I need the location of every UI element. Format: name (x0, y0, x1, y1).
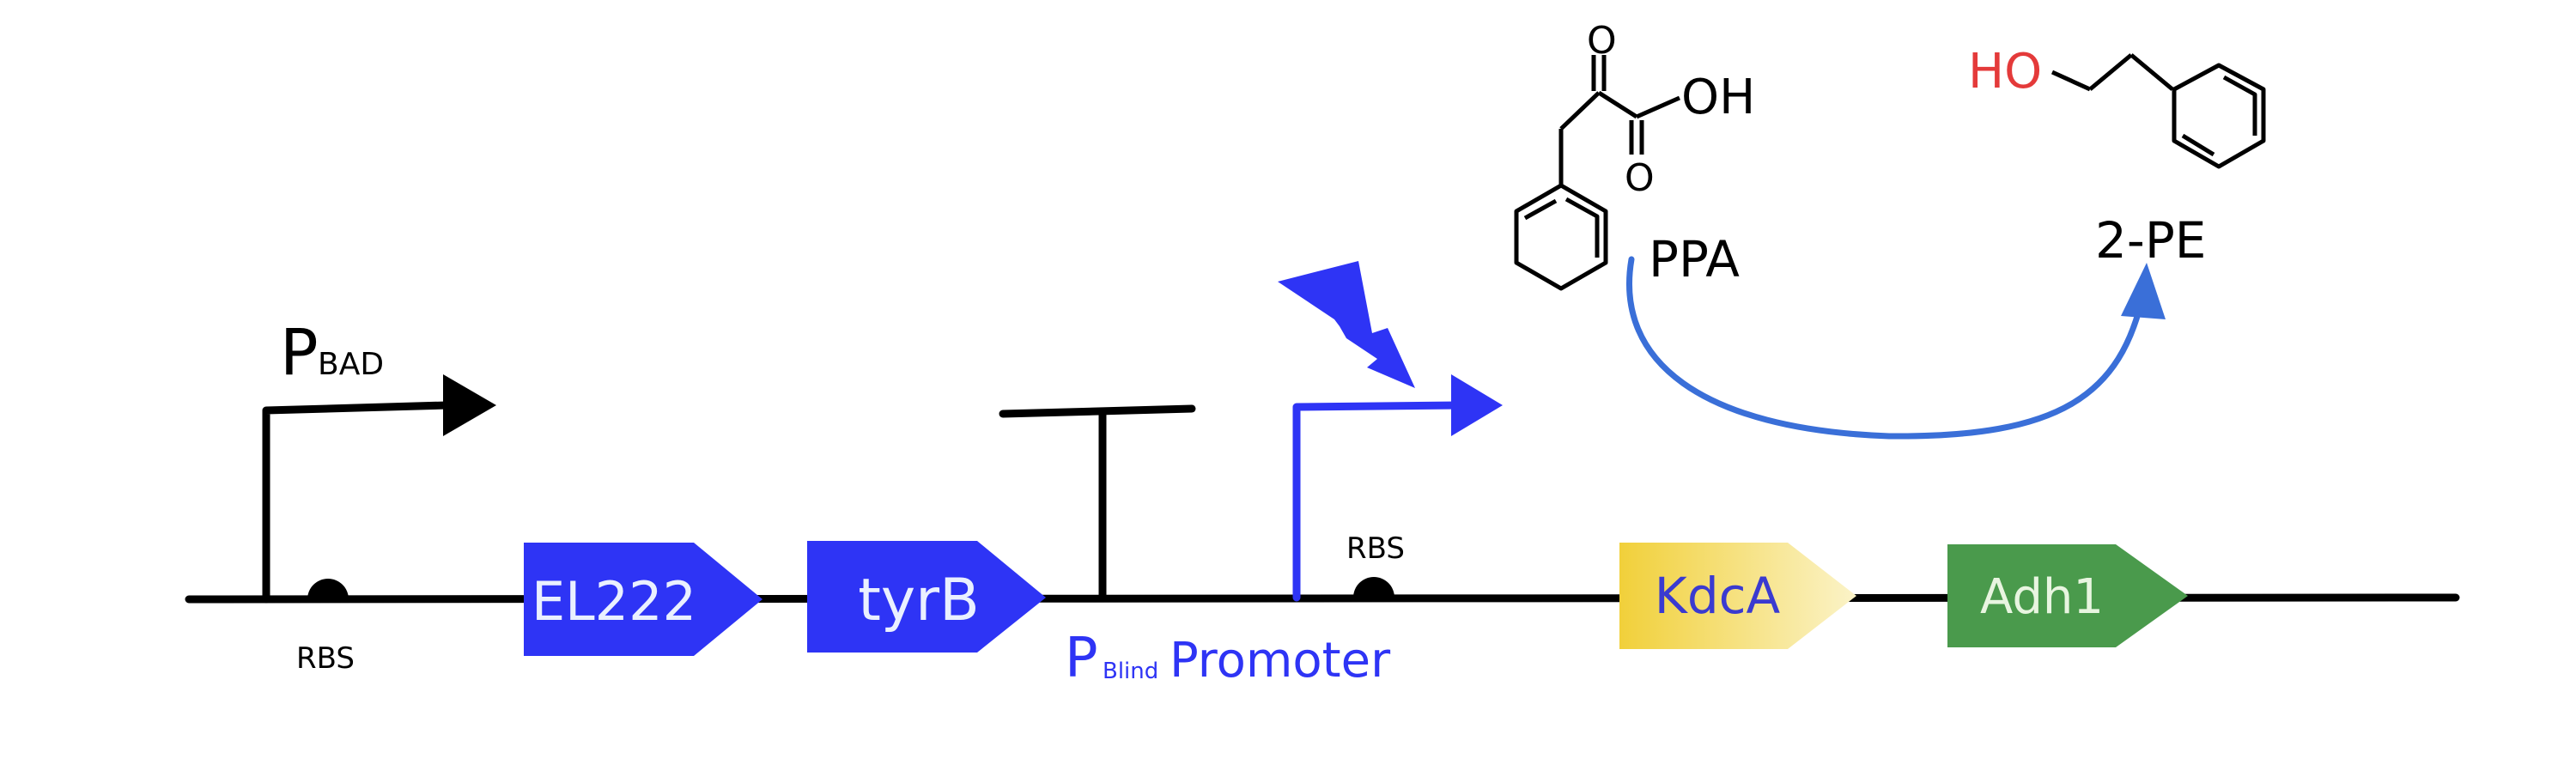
rbs-site-1: RBS (296, 579, 355, 676)
2pe-label: 2-PE (2095, 211, 2206, 270)
rbs-2-label: RBS (1346, 531, 1405, 566)
rbs-icon (307, 579, 349, 599)
gene-kdca: KdcA (1619, 543, 1856, 649)
ppa-atom-o-acid: O (1625, 156, 1655, 200)
ppa-benzene-ring (1514, 183, 1608, 291)
ppa-bond-keto (1559, 91, 1601, 131)
reaction-arrow (1626, 256, 2147, 440)
terminator-icon (999, 404, 1196, 418)
ppa-label: PPA (1649, 230, 1740, 288)
ppa-atom-oh: OH (1681, 70, 1755, 125)
rbs-site-2: RBS (1346, 531, 1405, 598)
promoter-pblind: P Blind Promoter (1065, 261, 1503, 690)
2pe-atom-ho: HO (1968, 44, 2042, 100)
molecule-2pe (2050, 53, 2266, 169)
ppa-ring-inner-2 (1523, 198, 1558, 221)
adh1-label: Adh1 (1980, 569, 2104, 625)
tyrb-shape (807, 541, 1046, 653)
2pe-ring-inner (2222, 75, 2257, 136)
2pe-bond-1 (2050, 70, 2092, 92)
gene-el222: EL222 (524, 543, 762, 656)
gene-adh1: Adh1 (1947, 544, 2188, 647)
2pe-bond-2 (2088, 53, 2133, 91)
terminator (999, 404, 1196, 602)
pblind-label-suffix: Promoter (1170, 633, 1391, 689)
molecule-ppa (1514, 55, 1681, 291)
2pe-benzene-ring (2172, 63, 2266, 169)
kdca-label: KdcA (1655, 567, 1781, 625)
pbad-label-sub: BAD (318, 347, 384, 382)
promoter-pbad: P BAD (262, 316, 496, 604)
el222-shape (524, 543, 762, 656)
2pe-bond-3 (2129, 53, 2174, 91)
rbs-1-label: RBS (296, 641, 355, 676)
ppa-ring-inner (1564, 197, 1600, 258)
pblind-label-main: P (1065, 627, 1098, 690)
lightning-icon (1278, 261, 1415, 388)
reaction-arrowhead (2121, 263, 2166, 319)
adh1-shape (1947, 544, 2188, 647)
ppa-atom-o-keto: O (1587, 19, 1617, 63)
ppa-bond-acid (1597, 90, 1638, 119)
arrow-right-icon (1292, 401, 1464, 602)
pblind-label-sub: Blind (1103, 659, 1158, 684)
pblind-arrowhead (1451, 374, 1503, 436)
ppa-acid-oh-bond (1635, 95, 1681, 119)
tyrb-label: tyrB (858, 567, 980, 634)
pbad-label-main: P (280, 316, 319, 390)
arrow-right-icon (262, 401, 451, 604)
el222-label: EL222 (532, 570, 696, 633)
kdca-shape (1619, 543, 1856, 649)
gene-tyrb: tyrB (807, 541, 1046, 653)
pbad-arrowhead (443, 374, 496, 436)
rbs-icon (1353, 577, 1394, 598)
2pe-ring-inner-2 (2181, 133, 2215, 157)
